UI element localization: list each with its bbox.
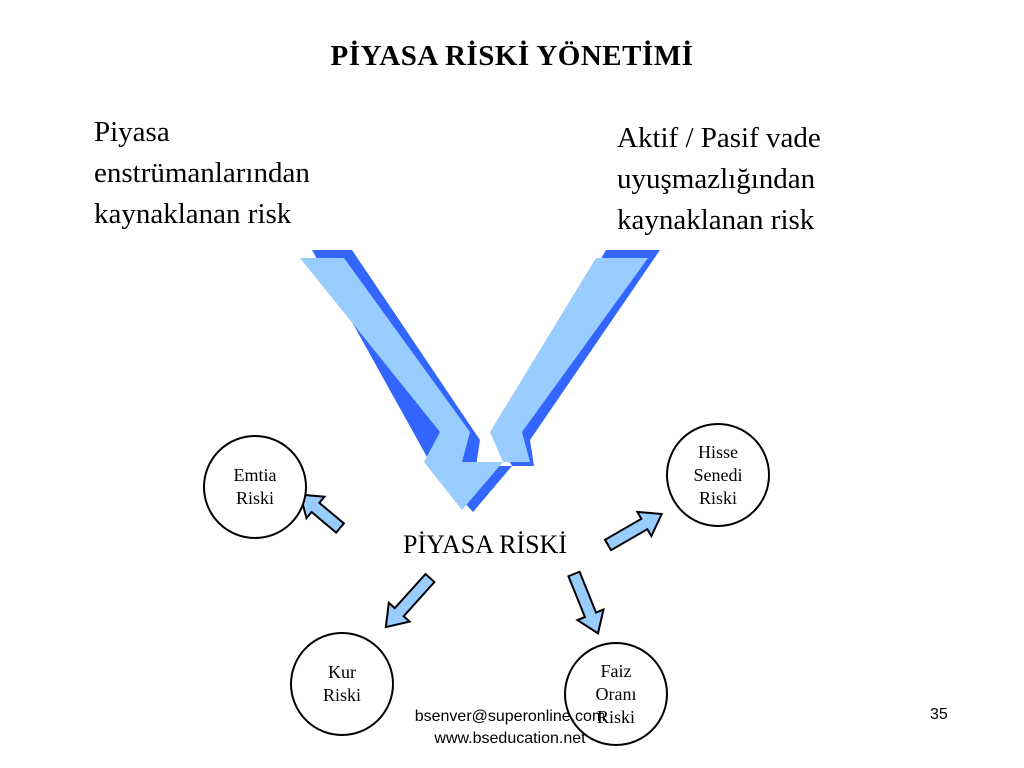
node-emtia-riski: Emtia Riski — [203, 435, 307, 539]
node-kur-riski: Kur Riski — [290, 632, 394, 736]
node-label: Kur — [328, 662, 356, 682]
footer: bsenver@superonline.com www.bseducation.… — [380, 706, 640, 750]
right-caption-line: Aktif / Pasif vade — [617, 122, 821, 154]
node-hisse-senedi-riski: Hisse Senedi Riski — [666, 423, 770, 527]
node-label: Riski — [322, 685, 361, 705]
v-merge-arrow-icon — [300, 250, 660, 512]
arrow-up-right-icon — [603, 510, 664, 552]
left-caption-line: Piyasa — [94, 116, 170, 148]
right-caption: Aktif / Pasif vade uyuşmazlığından kayna… — [617, 118, 907, 241]
arrow-down-right-icon — [567, 570, 605, 635]
node-label: Riski — [235, 488, 274, 508]
page-number: 35 — [930, 706, 948, 723]
node-label: Oranı — [595, 683, 637, 704]
node-label: Riski — [596, 706, 635, 727]
footer-email: bsenver@superonline.com — [414, 708, 606, 725]
right-caption-line: uyuşmazlığından — [617, 163, 816, 195]
left-caption: Piyasa enstrümanlarından kaynaklanan ris… — [94, 112, 374, 235]
left-caption-line: enstrümanlarından — [94, 157, 310, 189]
left-caption-line: kaynaklanan risk — [94, 198, 292, 230]
node-label: Riski — [698, 487, 737, 508]
right-caption-line: kaynaklanan risk — [617, 204, 815, 236]
slide-title: PİYASA RİSKİ YÖNETİMİ — [330, 40, 694, 72]
arrow-up-left-icon — [298, 493, 346, 535]
footer-website: www.bseducation.net — [434, 730, 586, 747]
node-label: Emtia — [233, 465, 277, 485]
node-label: Senedi — [693, 464, 743, 485]
arrow-down-left-icon — [384, 572, 436, 629]
node-faiz-orani-riski: Faiz Oranı Riski — [564, 642, 668, 746]
node-label: Hisse — [698, 441, 738, 462]
center-label: PİYASA RİSKİ — [403, 530, 567, 559]
node-label: Faiz — [600, 660, 632, 681]
